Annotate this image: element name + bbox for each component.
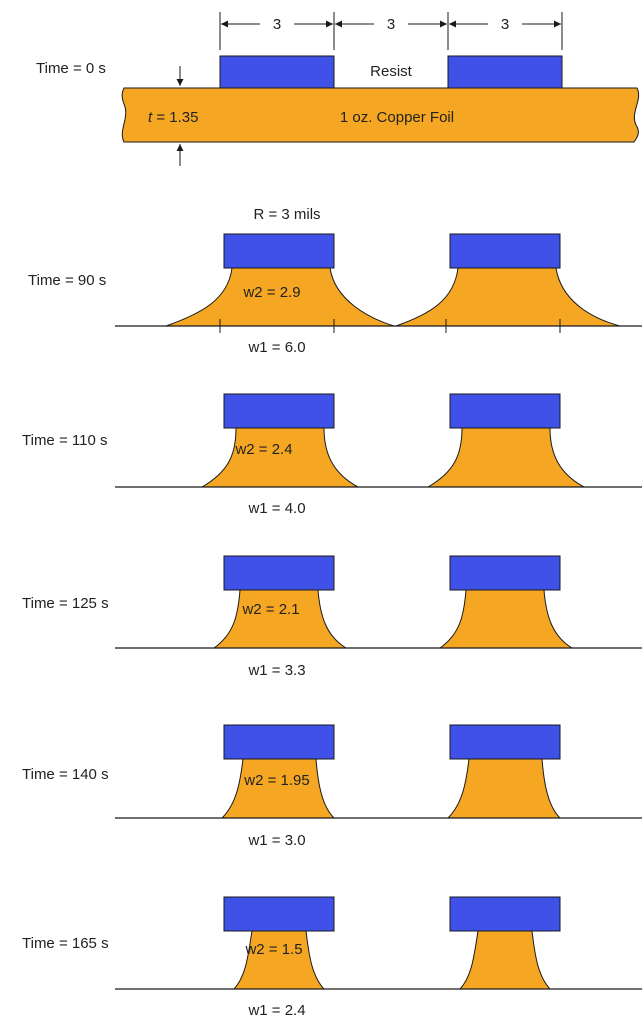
resist-block-right-90 [449,233,561,269]
w2-label-90: w2 = 2.9 [242,284,300,301]
w1-label-90: w1 = 6.0 [247,339,305,356]
resist-block-left-90 [223,233,335,269]
time-label-140: Time = 140 s [22,766,109,783]
w1-label-165: w1 = 2.4 [247,1002,305,1019]
time-label-125: Time = 125 s [22,595,109,612]
time-label-90: Time = 90 s [28,272,106,289]
resist-block-right-110 [449,393,561,429]
time-label-110: Time = 110 s [22,432,107,449]
w1-label-110: w1 = 4.0 [247,500,305,517]
copper-trace-left-165 [232,930,326,990]
spacing-label-1: 3 [273,16,281,33]
w2-label-165: w2 = 1.5 [244,941,302,958]
time-label-initial: Time = 0 s [36,60,106,77]
w2-label-125: w2 = 2.1 [241,601,299,618]
resist-block-left-165 [223,896,335,932]
spacing-label-2: 3 [387,16,395,33]
resist-block-left-125 [223,555,335,591]
resist-block-left-140 [223,724,335,760]
copper-trace-right-165 [458,930,552,990]
copper-foil [121,87,640,143]
w1-label-125: w1 = 3.3 [247,662,305,679]
resist-label: Resist [370,63,413,80]
stage-125s: Time = 125 s w2 = 2.1 w1 = 3.3 [22,555,642,679]
thickness-label: t = 1.35 [148,109,198,126]
stage-110s: Time = 110 s w2 = 2.4 w1 = 4.0 [22,393,642,517]
time-label-165: Time = 165 s [22,935,109,952]
w2-label-110: w2 = 2.4 [234,441,292,458]
radius-label: R = 3 mils [253,206,320,223]
initial-state-panel: 3 3 3 Time = 0 s Resist t = 1.35 1 oz. C… [36,12,640,223]
foil-label: 1 oz. Copper Foil [340,109,454,126]
copper-trace-right-140 [446,758,562,819]
resist-block-right-125 [449,555,561,591]
resist-block-right-140 [449,724,561,760]
w1-label-140: w1 = 3.0 [247,832,305,849]
stage-165s: Time = 165 s w2 = 1.5 w1 = 2.4 [22,896,642,1019]
copper-trace-left-125 [212,589,348,649]
stage-90s: Time = 90 s w2 = 2.9 w1 = 6.0 [28,233,642,356]
spacing-label-3: 3 [501,16,509,33]
stage-140s: Time = 140 s w2 = 1.95 w1 = 3.0 [22,724,642,849]
resist-block-left [219,55,335,89]
thickness-symbol: t [148,109,153,126]
copper-trace-right-90 [395,267,621,327]
copper-trace-right-125 [438,589,574,649]
copper-trace-right-110 [426,427,585,488]
w2-label-140: w2 = 1.95 [243,772,309,789]
resist-block-right-165 [449,896,561,932]
resist-block-left-110 [223,393,335,429]
resist-block-right [447,55,563,89]
thickness-value: = 1.35 [152,109,198,126]
